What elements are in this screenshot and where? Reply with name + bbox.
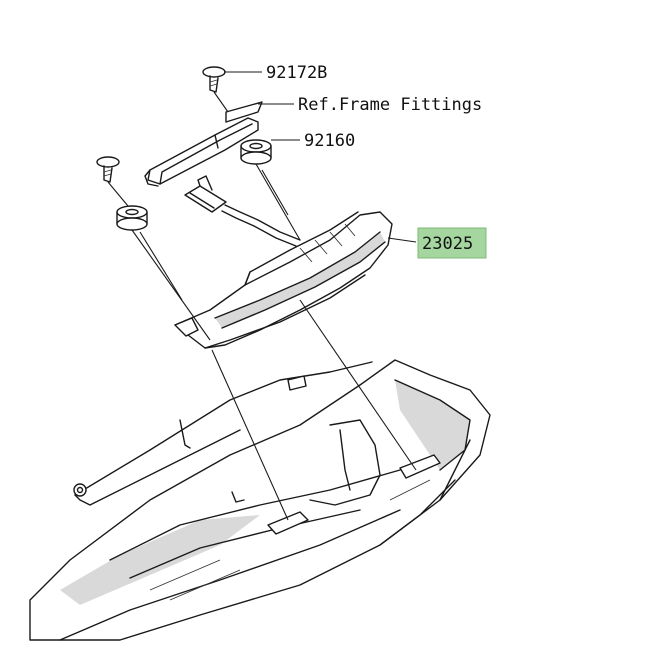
callout-label-ref-frame-fittings: Ref.Frame Fittings [298, 95, 482, 115]
frame-bracket [144, 101, 263, 187]
callout-label-92160: 92160 [304, 131, 355, 151]
assembly-lines [107, 91, 417, 521]
callout-label-23025: 23025 [422, 234, 473, 254]
callout-ref-frame-fittings: Ref.Frame Fittings [298, 95, 482, 115]
screw-top [202, 66, 226, 93]
callout-92160: 92160 [304, 131, 355, 151]
leaders [224, 71, 417, 243]
callout-92172b: 92172B [266, 63, 327, 83]
grommet-left [116, 205, 148, 231]
screw-left [96, 156, 120, 183]
callout-23025: 23025 [417, 227, 487, 259]
callout-highlight [417, 227, 487, 259]
grommet-right [240, 139, 272, 165]
rear-cowl-body [29, 359, 491, 641]
callout-label-92172b: 92172B [266, 63, 327, 83]
tail-lamp-assembly [174, 175, 393, 349]
